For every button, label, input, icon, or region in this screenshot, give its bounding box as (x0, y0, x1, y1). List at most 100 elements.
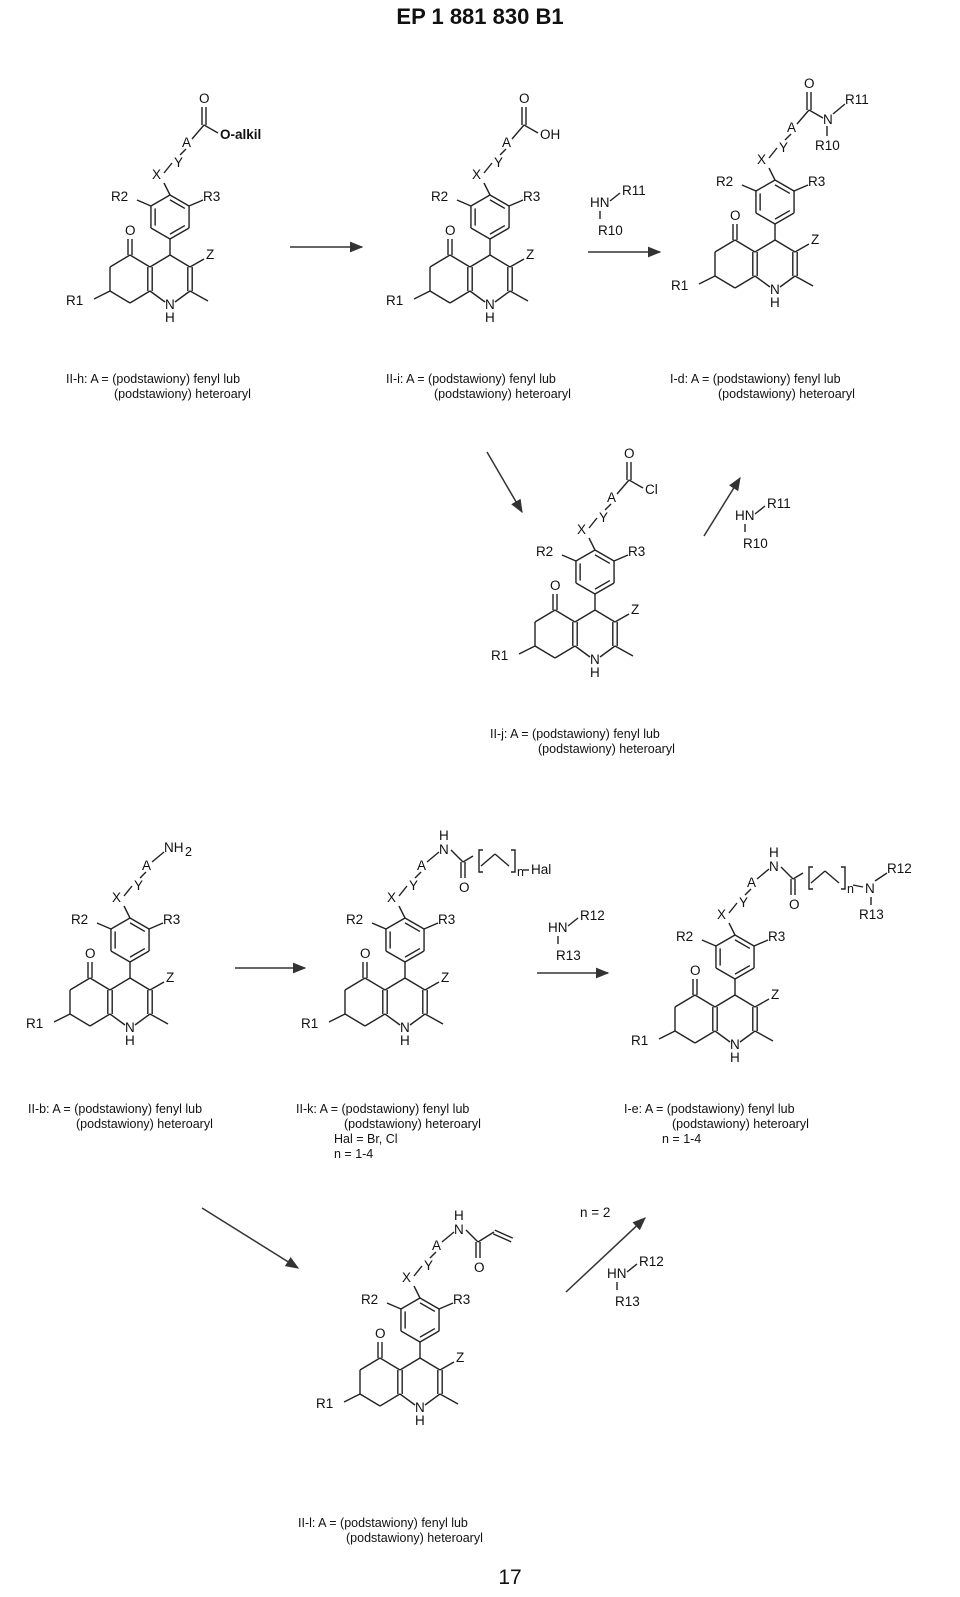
x-label: X (152, 167, 161, 182)
x-y-bond (413, 1265, 423, 1277)
a-label: A (432, 1238, 441, 1253)
reagent-hn: HN (548, 920, 568, 935)
carbonyl-o: O (789, 897, 800, 912)
z-label: Z (441, 970, 449, 985)
ring-x-bond (163, 182, 171, 196)
y-label: Y (779, 140, 788, 155)
r2-bond (561, 554, 577, 562)
reagent-bottom: R10 (743, 536, 768, 551)
benzene-double (734, 964, 751, 975)
r10-label: R10 (815, 138, 840, 153)
benzene-bond (419, 1297, 440, 1310)
r2-label: R2 (361, 1292, 378, 1307)
r1-bond (53, 1013, 71, 1023)
benzene-bond (489, 194, 510, 207)
r2-bond (386, 1302, 402, 1310)
ring-bond (534, 609, 556, 623)
ring-bond (674, 1030, 696, 1044)
z-label: Z (631, 602, 639, 617)
x-label: X (577, 522, 586, 537)
r2-label: R2 (71, 912, 88, 927)
benzene-bond (404, 950, 425, 963)
caption-line1: II-j: A = (podstawiony) fenyl lub (490, 727, 660, 741)
methyl-bond (614, 645, 634, 657)
a-nh-bond (426, 851, 440, 863)
benzene-double (129, 947, 146, 958)
ring-x-bond (588, 537, 596, 551)
a-label: A (787, 120, 796, 135)
ketone-o: O (730, 208, 741, 223)
patent-header: EP 1 881 830 B1 (396, 4, 564, 29)
benzene-bond (129, 917, 150, 930)
carbonyl-o: O (459, 880, 470, 895)
benzene-bond (110, 950, 131, 963)
a-label: A (182, 135, 191, 150)
r3-label: R3 (808, 174, 825, 189)
ring-bond (734, 239, 756, 253)
y-a-bond (414, 871, 422, 879)
ketone-o: O (445, 223, 456, 238)
ketone-o: O (550, 578, 561, 593)
benzene-bond (575, 582, 596, 595)
benzene-bond (470, 194, 491, 207)
benzene-bond (419, 1330, 440, 1343)
benzene-double (489, 224, 506, 235)
y-a-bond (429, 1251, 437, 1259)
ring-bond (89, 1013, 111, 1027)
reagent-hn: HN (607, 1266, 627, 1281)
a-label: A (502, 135, 511, 150)
r3-label: R3 (203, 189, 220, 204)
arrow-IIi-to-IIj (486, 451, 523, 514)
benzene-double (774, 209, 791, 220)
ring-bond (449, 290, 471, 304)
benzene-bond (169, 194, 190, 207)
page-number: 17 (498, 1566, 522, 1589)
r13-label: R13 (859, 907, 884, 922)
caption-Id: I-d: A = (podstawiony) fenyl lub(podstaw… (670, 372, 855, 401)
chain-bond (824, 870, 840, 884)
arrow-IIb-to-IIl (201, 1207, 300, 1269)
caption-line2: (podstawiony) heteroaryl (76, 1117, 213, 1131)
ring-bond (149, 254, 171, 268)
r11-label: R11 (845, 92, 869, 107)
r3-label: R3 (163, 912, 180, 927)
caption-line2: (podstawiony) heteroaryl (538, 742, 675, 756)
benzene-bond (755, 212, 776, 225)
ring-bond (674, 994, 696, 1008)
ring-bond (379, 1393, 401, 1407)
benzene-bond (715, 934, 736, 947)
caption-line2: (podstawiony) heteroaryl (718, 387, 855, 401)
arrow-IIl-to-Ie (565, 1217, 646, 1293)
x-label: X (717, 907, 726, 922)
ring-nh: H (485, 310, 495, 325)
ring-bond (694, 994, 716, 1008)
ring-bond (574, 609, 596, 623)
z-bond (509, 258, 525, 268)
ring-bond (449, 254, 471, 268)
z-bond (149, 981, 165, 991)
r3-bond (613, 554, 629, 562)
r3-bond (188, 199, 204, 207)
methyl-bond (509, 290, 529, 302)
ring-bond (714, 994, 736, 1008)
benzene-bond (150, 227, 171, 240)
reagent-bottom: R10 (598, 223, 623, 238)
benzene-bond (129, 950, 150, 963)
repeat-n: n (517, 865, 524, 879)
caption-line2: (podstawiony) heteroaryl (672, 1117, 809, 1131)
z-bond (439, 1361, 455, 1371)
ketone-o: O (125, 223, 136, 238)
z-bond (754, 998, 770, 1008)
carbonyl-o: O (199, 91, 210, 106)
bracket-close (511, 849, 516, 873)
y-label: Y (409, 878, 418, 893)
benzene-bond (575, 549, 596, 562)
caption-IIl: II-l: A = (podstawiony) fenyl lub(podsta… (298, 1516, 483, 1545)
caption-Ie: I-e: A = (podstawiony) fenyl lub(podstaw… (624, 1102, 809, 1146)
a-n-bond (151, 851, 165, 863)
carbonyl-substituent: OH (540, 127, 560, 142)
r2-bond (136, 199, 152, 207)
ring-bond (109, 290, 131, 304)
